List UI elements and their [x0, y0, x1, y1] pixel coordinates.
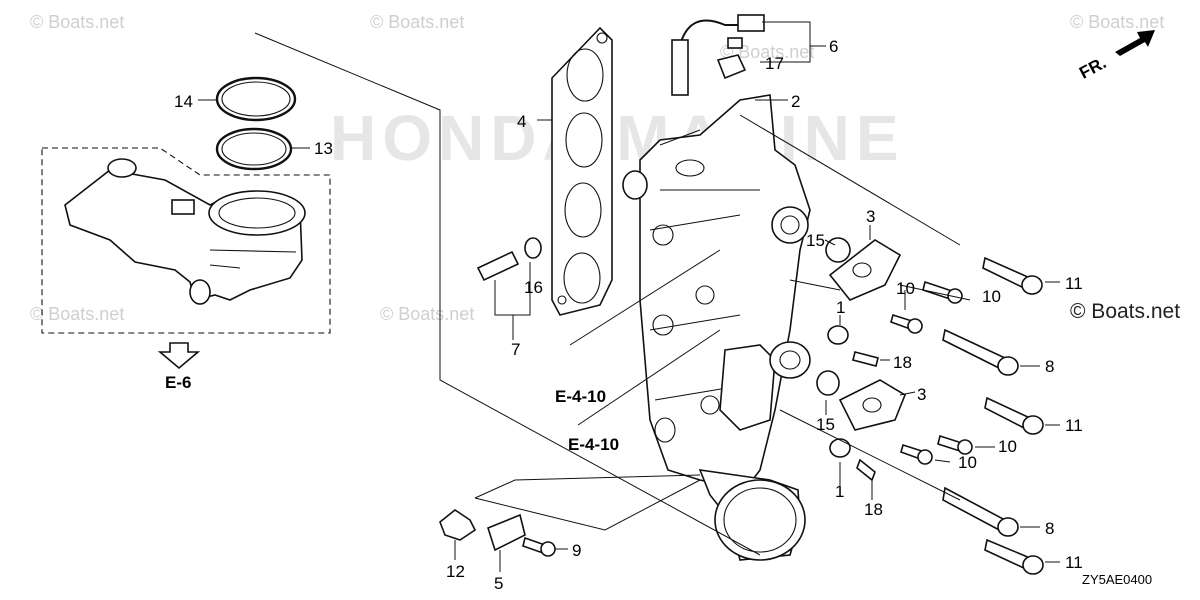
manifold-gasket: [551, 26, 613, 316]
section-ref-e4-10[interactable]: E-4-10: [555, 387, 606, 406]
watermark-text: © Boats.net: [30, 12, 124, 32]
callout-2: 2: [791, 92, 800, 111]
callout-3: 3: [866, 207, 875, 226]
callout-8: 8: [1045, 519, 1054, 538]
callout-10: 10: [958, 453, 977, 472]
callout-10: 10: [896, 279, 915, 298]
brand-watermark: HONDA MARINE: [330, 102, 905, 174]
diagram-code: ZY5AE0400: [1082, 572, 1152, 587]
callout-12: 12: [446, 562, 465, 581]
section-ref-e6[interactable]: E-6: [165, 373, 191, 392]
watermark-text: © Boats.net: [1070, 12, 1164, 32]
copyright-text: © Boats.net: [1070, 300, 1180, 323]
callout-labels: 1 1 2 3 3 4 5 6 7 8 8 9 10 10 10 10 11 1…: [174, 37, 1083, 593]
watermark-text: © Boats.net: [380, 304, 474, 324]
callout-9: 9: [572, 541, 581, 560]
exhaust-manifold: [622, 94, 811, 561]
port-covers: [816, 237, 906, 458]
callout-10: 10: [998, 437, 1017, 456]
callout-15: 15: [806, 231, 825, 250]
callout-14: 14: [174, 92, 193, 111]
callout-15: 15: [816, 415, 835, 434]
watermark-text: © Boats.net: [370, 12, 464, 32]
callout-3: 3: [917, 385, 926, 404]
callout-8: 8: [1045, 357, 1054, 376]
callout-4: 4: [517, 112, 526, 131]
sensor-clip: [716, 54, 747, 80]
front-direction-arrow: FR.: [1076, 30, 1155, 83]
leader-lines: [198, 21, 1060, 572]
watermark-text: © Boats.net: [720, 42, 814, 62]
drain-bolt: [476, 237, 542, 282]
direction-label: FR.: [1076, 53, 1109, 83]
callout-7: 7: [511, 340, 520, 359]
callout-17: 17: [765, 54, 784, 73]
callout-1: 1: [835, 482, 844, 501]
watermark-text: © Boats.net: [30, 304, 124, 324]
thermostat-cover: [64, 158, 306, 305]
callout-6: 6: [829, 37, 838, 56]
o-rings: [215, 76, 297, 171]
reference-arrow: [157, 342, 201, 370]
hose-clamp-parts: [439, 509, 556, 557]
callout-10: 10: [982, 287, 1001, 306]
callout-1: 1: [836, 298, 845, 317]
watermarks: © Boats.net © Boats.net © Boats.net © Bo…: [30, 12, 1164, 324]
callout-11: 11: [1065, 416, 1083, 435]
section-ref-e4-10[interactable]: E-4-10: [568, 435, 619, 454]
callout-11: 11: [1065, 553, 1083, 572]
assembly-dashed-box: [41, 147, 331, 334]
oxygen-sensor: [671, 14, 765, 96]
callout-13: 13: [314, 139, 333, 158]
callout-16: 16: [524, 278, 543, 297]
callout-18: 18: [864, 500, 883, 519]
callout-5: 5: [494, 574, 503, 593]
callout-18: 18: [893, 353, 912, 372]
callout-11: 11: [1065, 274, 1083, 293]
